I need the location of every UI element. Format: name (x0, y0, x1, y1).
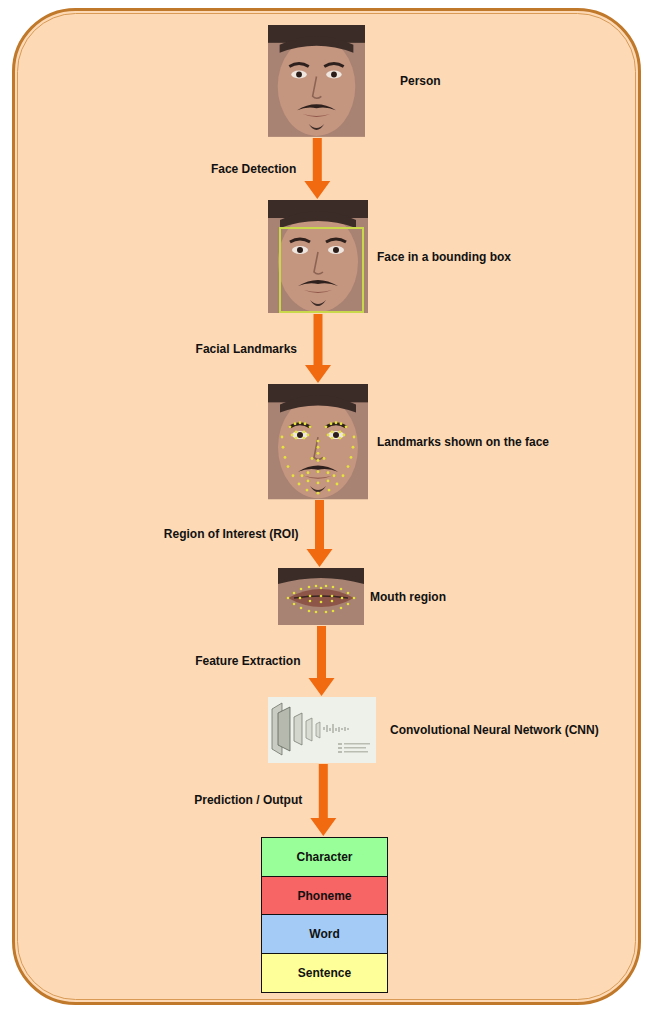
cell-text: Sentence (298, 966, 351, 980)
output-cell: Phoneme (261, 876, 388, 916)
cell-text: Word (309, 927, 339, 941)
image-stage: Person (268, 25, 365, 137)
flow-arrow (304, 138, 330, 199)
step-label: Region of Interest (ROI) (164, 527, 299, 541)
cell-text: Phoneme (297, 889, 351, 903)
step-label: Facial Landmarks (196, 342, 297, 356)
stage-label: Convolutional Neural Network (CNN) (390, 723, 599, 737)
stage-label: Person (400, 74, 441, 88)
step-label: Prediction / Output (194, 793, 302, 807)
output-cell: Sentence (261, 953, 388, 993)
output-cell: Word (261, 914, 388, 954)
flow-arrow (309, 626, 335, 696)
stage-label: Mouth region (370, 590, 446, 604)
image-stage: Face in a bounding box (268, 200, 368, 313)
step-label: Feature Extraction (195, 654, 300, 668)
flow-arrow (305, 314, 331, 383)
flow-arrow (310, 764, 336, 836)
output-cell: Character (261, 837, 388, 877)
image-stage: Mouth region (278, 568, 364, 625)
image-stage: Convolutional Neural Network (CNN) (268, 697, 376, 763)
image-stage: Landmarks shown on the face (268, 384, 368, 499)
stage-label: Landmarks shown on the face (377, 435, 549, 449)
stage-label: Face in a bounding box (377, 250, 511, 264)
flow-arrow (307, 500, 333, 567)
step-label: Face Detection (211, 162, 296, 176)
cell-text: Character (296, 850, 352, 864)
